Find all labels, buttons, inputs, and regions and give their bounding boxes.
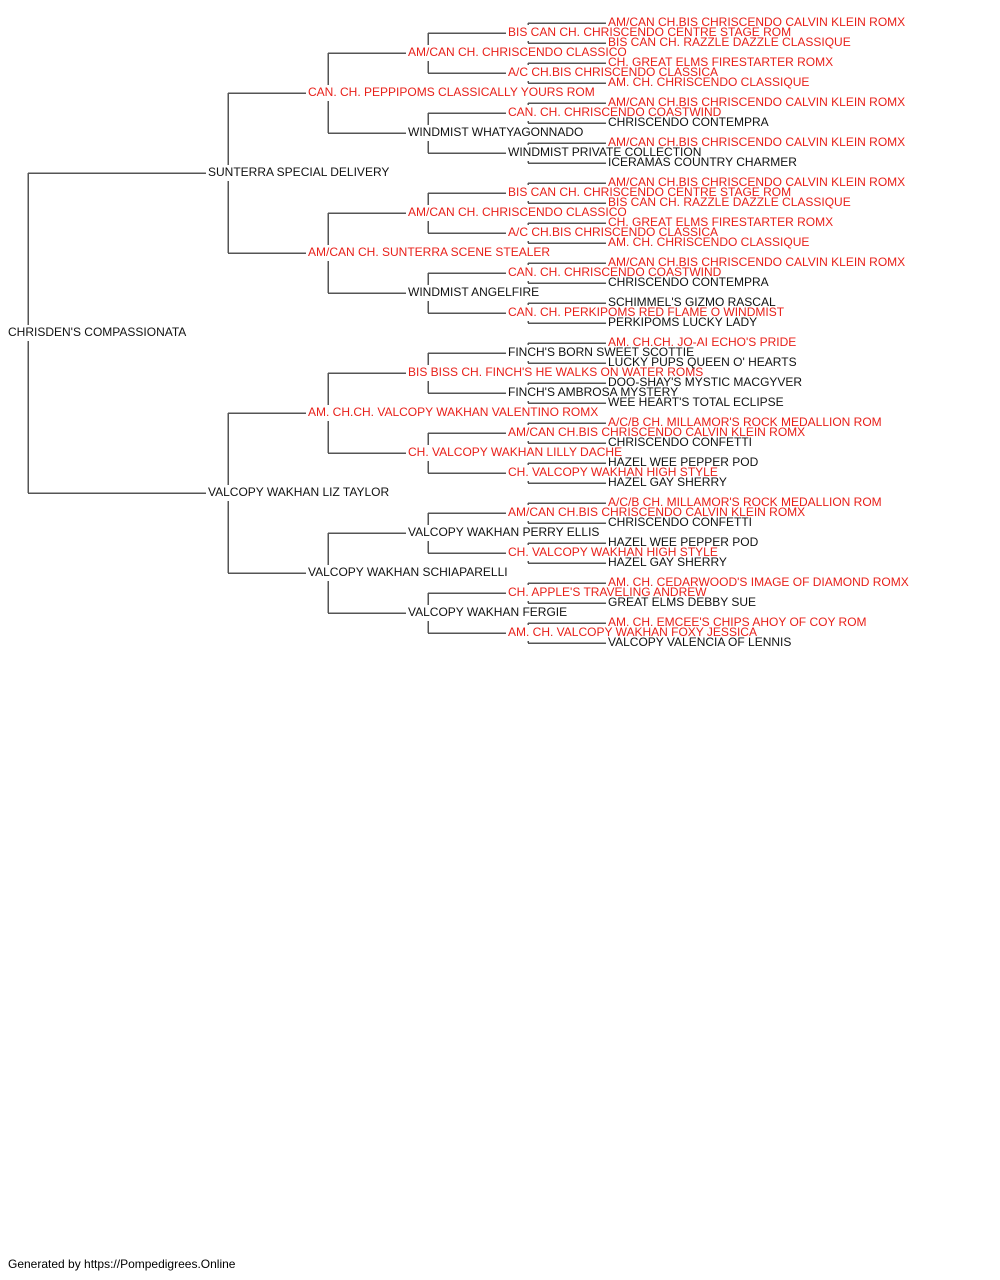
ancestor-gen5-8: ICERAMAS COUNTRY CHARMER [608, 155, 797, 169]
ancestor-gen4-8: CAN. CH. PERKIPOMS RED FLAME O WINDMIST [508, 305, 785, 319]
ancestor-gen5-17: AM. CH.CH. JO-AI ECHO'S PRIDE [608, 335, 796, 349]
ancestor-gen5-27: HAZEL WEE PEPPER POD [608, 535, 759, 549]
ancestor-gen2-3: AM. CH.CH. VALCOPY WAKHAN VALENTINO ROMX [308, 405, 598, 419]
ancestor-gen5-15: SCHIMMEL'S GIZMO RASCAL [608, 295, 776, 309]
ancestor-gen3-4: WINDMIST ANGELFIRE [408, 285, 539, 299]
ancestor-gen5-16: PERKIPOMS LUCKY LADY [608, 315, 757, 329]
ancestor-gen5-11: CH. GREAT ELMS FIRESTARTER ROMX [608, 215, 833, 229]
ancestor-gen5-9: AM/CAN CH.BIS CHRISCENDO CALVIN KLEIN RO… [608, 175, 905, 189]
ancestor-gen4-16: AM. CH. VALCOPY WAKHAN FOXY JESSICA [508, 625, 757, 639]
ancestor-gen5-10: BIS CAN CH. RAZZLE DAZZLE CLASSIQUE [608, 195, 851, 209]
subject-name: CHRISDEN'S COMPASSIONATA [8, 325, 186, 339]
ancestor-gen5-28: HAZEL GAY SHERRY [608, 555, 727, 569]
ancestor-gen5-4: AM. CH. CHRISCENDO CLASSIQUE [608, 75, 809, 89]
ancestor-gen3-3: AM/CAN CH. CHRISCENDO CLASSICO [408, 205, 627, 219]
ancestor-gen4-13: AM/CAN CH.BIS CHRISCENDO CALVIN KLEIN RO… [508, 505, 805, 519]
ancestor-gen4-5: BIS CAN CH. CHRISCENDO CENTRE STAGE ROM [508, 185, 791, 199]
ancestor-gen3-8: VALCOPY WAKHAN FERGIE [408, 605, 567, 619]
ancestor-gen3-1: AM/CAN CH. CHRISCENDO CLASSICO [408, 45, 627, 59]
ancestor-gen4-12: CH. VALCOPY WAKHAN HIGH STYLE [508, 465, 718, 479]
ancestor-gen5-25: A/C/B CH. MILLAMOR'S ROCK MEDALLION ROM [608, 495, 882, 509]
ancestor-gen4-10: FINCH'S AMBROSA MYSTERY [508, 385, 678, 399]
ancestor-gen5-26: CHRISCENDO CONFETTI [608, 515, 752, 529]
ancestor-gen5-19: DOO-SHAY'S MYSTIC MACGYVER [608, 375, 802, 389]
ancestor-gen2-1: CAN. CH. PEPPIPOMS CLASSICALLY YOURS ROM [308, 85, 595, 99]
pedigree-names: CHRISDEN'S COMPASSIONATA SUNTERRA SPECIAL… [8, 15, 909, 649]
ancestor-gen3-7: VALCOPY WAKHAN PERRY ELLIS [408, 525, 599, 539]
ancestor-gen4-11: AM/CAN CH.BIS CHRISCENDO CALVIN KLEIN RO… [508, 425, 805, 439]
ancestor-gen5-14: CHRISCENDO CONTEMPRA [608, 275, 769, 289]
ancestor-gen5-6: CHRISCENDO CONTEMPRA [608, 115, 769, 129]
ancestor-gen4-4: WINDMIST PRIVATE COLLECTION [508, 145, 701, 159]
ancestor-gen4-14: CH. VALCOPY WAKHAN HIGH STYLE [508, 545, 718, 559]
ancestor-gen5-12: AM. CH. CHRISCENDO CLASSIQUE [608, 235, 809, 249]
ancestor-gen5-32: VALCOPY VALENCIA OF LENNIS [608, 635, 791, 649]
pedigree-connectors [27, 22, 606, 644]
ancestor-gen4-6: A/C CH.BIS CHRISCENDO CLASSICA [508, 225, 718, 239]
ancestor-gen5-24: HAZEL GAY SHERRY [608, 475, 727, 489]
ancestor-gen4-3: CAN. CH. CHRISCENDO COASTWIND [508, 105, 722, 119]
ancestor-gen2-2: AM/CAN CH. SUNTERRA SCENE STEALER [308, 245, 550, 259]
ancestor-gen5-20: WEE HEART'S TOTAL ECLIPSE [608, 395, 784, 409]
ancestor-gen5-5: AM/CAN CH.BIS CHRISCENDO CALVIN KLEIN RO… [608, 95, 905, 109]
ancestor-gen4-2: A/C CH.BIS CHRISCENDO CLASSICA [508, 65, 718, 79]
ancestor-gen5-7: AM/CAN CH.BIS CHRISCENDO CALVIN KLEIN RO… [608, 135, 905, 149]
ancestor-gen5-30: GREAT ELMS DEBBY SUE [608, 595, 756, 609]
footer-credit: Generated by https://Pompedigrees.Online [8, 1257, 236, 1271]
ancestor-gen5-23: HAZEL WEE PEPPER POD [608, 455, 759, 469]
ancestor-gen5-18: LUCKY PUPS QUEEN O' HEARTS [608, 355, 797, 369]
ancestor-gen3-6: CH. VALCOPY WAKHAN LILLY DACHE [408, 445, 622, 459]
ancestor-gen5-2: BIS CAN CH. RAZZLE DAZZLE CLASSIQUE [608, 35, 851, 49]
ancestor-gen5-3: CH. GREAT ELMS FIRESTARTER ROMX [608, 55, 833, 69]
ancestor-gen1-1: SUNTERRA SPECIAL DELIVERY [208, 165, 389, 179]
ancestor-gen5-29: AM. CH. CEDARWOOD'S IMAGE OF DIAMOND ROM… [608, 575, 909, 589]
ancestor-gen5-13: AM/CAN CH.BIS CHRISCENDO CALVIN KLEIN RO… [608, 255, 905, 269]
ancestor-gen5-22: CHRISCENDO CONFETTI [608, 435, 752, 449]
ancestor-gen1-2: VALCOPY WAKHAN LIZ TAYLOR [208, 485, 389, 499]
ancestor-gen4-1: BIS CAN CH. CHRISCENDO CENTRE STAGE ROM [508, 25, 791, 39]
ancestor-gen2-4: VALCOPY WAKHAN SCHIAPARELLI [308, 565, 508, 579]
ancestor-gen3-5: BIS BISS CH. FINCH'S HE WALKS ON WATER R… [408, 365, 703, 379]
ancestor-gen5-21: A/C/B CH. MILLAMOR'S ROCK MEDALLION ROM [608, 415, 882, 429]
ancestor-gen5-31: AM. CH. EMCEE'S CHIPS AHOY OF COY ROM [608, 615, 867, 629]
ancestor-gen4-15: CH. APPLE'S TRAVELING ANDREW [508, 585, 707, 599]
ancestor-gen3-2: WINDMIST WHATYAGONNADO [408, 125, 583, 139]
ancestor-gen4-7: CAN. CH. CHRISCENDO COASTWIND [508, 265, 722, 279]
ancestor-gen5-1: AM/CAN CH.BIS CHRISCENDO CALVIN KLEIN RO… [608, 15, 905, 29]
ancestor-gen4-9: FINCH'S BORN SWEET SCOTTIE [508, 345, 694, 359]
